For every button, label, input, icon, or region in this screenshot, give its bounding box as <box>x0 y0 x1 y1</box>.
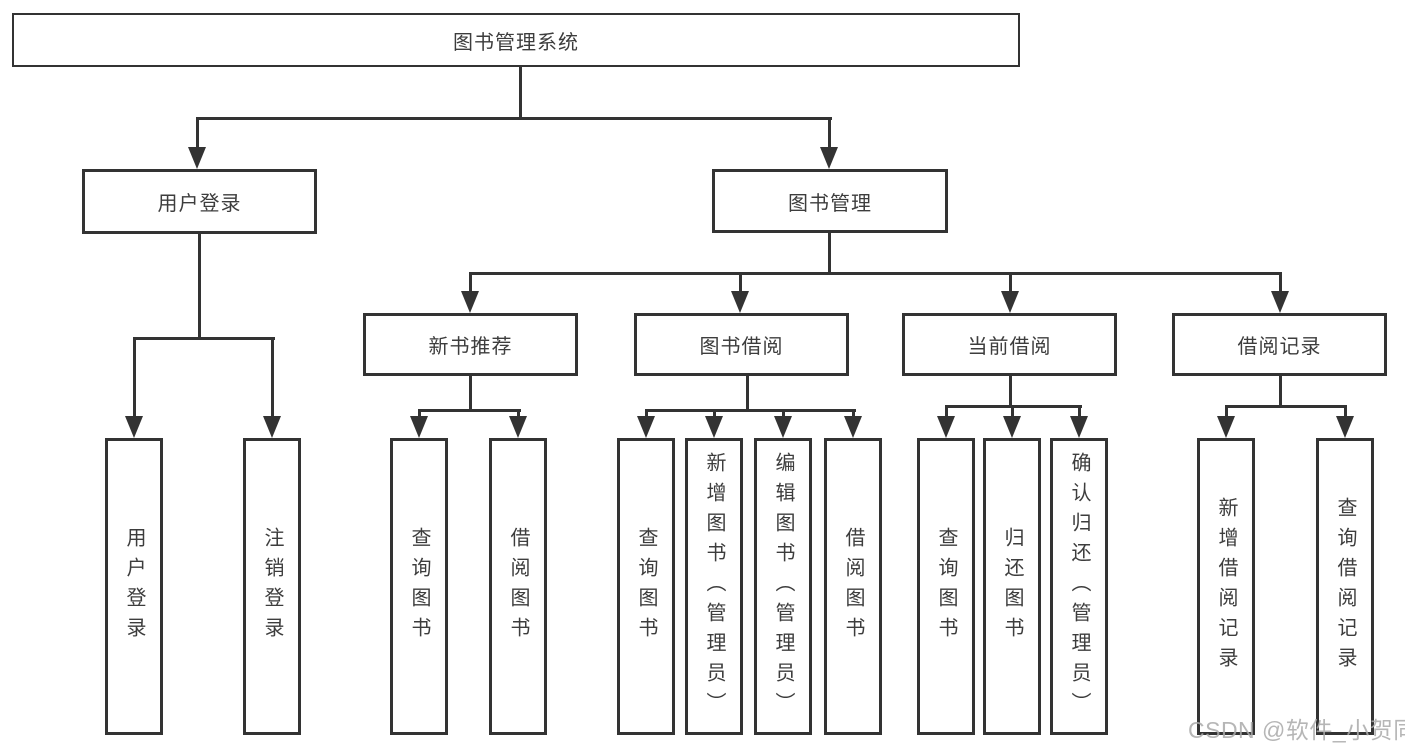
leaf-bb-borrow-books: 借阅图书 <box>824 438 882 735</box>
connector-br-rail <box>1225 405 1347 408</box>
arrowhead-bb-edit-books <box>774 416 792 438</box>
arrowhead-br-new-record <box>1217 416 1235 438</box>
leaf-br-query-record: 查询借阅记录 <box>1316 438 1374 735</box>
node-user-login-label: 用户登录 <box>157 193 242 215</box>
arrowhead-cb-confirm-return <box>1070 416 1088 438</box>
leaf-bb-edit-books: 编辑图书（管理员） <box>754 438 812 735</box>
connector-bookmgmt-stub <box>828 233 831 272</box>
connector-bookmgmt-rail <box>469 272 1282 275</box>
leaf-nbr-borrow-books: 借阅图书 <box>489 438 547 735</box>
arrowhead-book-management <box>820 147 838 169</box>
connector-userlogin-rail <box>133 337 275 340</box>
node-borrowing-records-label: 借阅记录 <box>1237 336 1322 358</box>
leaf-bb-add-books: 新增图书（管理员） <box>685 438 743 735</box>
arrowhead-leaf-logout <box>263 416 281 438</box>
connector-nbr-drop-2 <box>517 409 520 416</box>
connector-br-stub <box>1279 376 1282 405</box>
leaf-cb-confirm-return-label: 确认归还（管理员） <box>1068 451 1090 722</box>
arrowhead-bb-borrow-books <box>844 416 862 438</box>
connector-userlogin-drop-2 <box>271 337 274 416</box>
leaf-bb-query-books-label: 查询图书 <box>635 526 657 647</box>
leaf-logout-label: 注销登录 <box>261 526 283 647</box>
arrowhead-bb-add-books <box>705 416 723 438</box>
connector-root-stub <box>519 67 522 117</box>
leaf-cb-return-books: 归还图书 <box>983 438 1041 735</box>
leaf-br-new-record: 新增借阅记录 <box>1197 438 1255 735</box>
arrowhead-book-borrowing <box>731 291 749 313</box>
connector-userlogin-stub <box>198 234 201 337</box>
leaf-br-new-record-label: 新增借阅记录 <box>1215 496 1237 677</box>
connector-nbr-drop-1 <box>418 409 421 416</box>
node-root: 图书管理系统 <box>12 13 1020 67</box>
connector-bookmgmt-drop-1 <box>469 272 472 291</box>
connector-root-drop-right <box>828 117 831 147</box>
node-book-management-label: 图书管理 <box>788 192 872 215</box>
leaf-nbr-query-books-label: 查询图书 <box>408 526 430 647</box>
arrowhead-nbr-borrow-books <box>509 416 527 438</box>
node-user-login: 用户登录 <box>82 169 317 234</box>
connector-br-drop-1 <box>1225 405 1228 416</box>
connector-root-drop-left <box>196 117 199 147</box>
leaf-bb-edit-books-label: 编辑图书（管理员） <box>772 451 794 722</box>
node-new-book-recommend: 新书推荐 <box>363 313 578 376</box>
leaf-bb-query-books: 查询图书 <box>617 438 675 735</box>
connector-nbr-rail <box>418 409 521 412</box>
leaf-logout: 注销登录 <box>243 438 301 735</box>
connector-userlogin-drop-1 <box>133 337 136 416</box>
node-book-management: 图书管理 <box>712 169 948 233</box>
leaf-nbr-query-books: 查询图书 <box>390 438 448 735</box>
arrowhead-new-book-recommend <box>461 291 479 313</box>
arrowhead-nbr-query-books <box>410 416 428 438</box>
connector-bookmgmt-drop-2 <box>739 272 742 291</box>
leaf-cb-query-books: 查询图书 <box>917 438 975 735</box>
connector-bookmgmt-drop-4 <box>1279 272 1282 291</box>
arrowhead-leaf-user-login <box>125 416 143 438</box>
arrowhead-br-query-record <box>1336 416 1354 438</box>
node-book-borrowing: 图书借阅 <box>634 313 849 376</box>
arrowhead-bb-query-books <box>637 416 655 438</box>
connector-cb-drop-1 <box>945 405 948 416</box>
watermark: CSDN @软件_小贺同学 <box>1188 717 1405 743</box>
connector-root-rail <box>196 117 832 120</box>
connector-bb-stub <box>746 376 749 409</box>
leaf-cb-query-books-label: 查询图书 <box>935 526 957 647</box>
leaf-bb-borrow-books-label: 借阅图书 <box>842 526 864 647</box>
node-new-book-recommend-label: 新书推荐 <box>428 336 513 358</box>
connector-bb-drop-4 <box>852 409 855 416</box>
leaf-cb-confirm-return: 确认归还（管理员） <box>1050 438 1108 735</box>
connector-bb-drop-1 <box>645 409 648 416</box>
node-current-borrowing: 当前借阅 <box>902 313 1117 376</box>
node-book-borrowing-label: 图书借阅 <box>699 336 784 358</box>
leaf-cb-return-books-label: 归还图书 <box>1001 526 1023 647</box>
leaf-br-query-record-label: 查询借阅记录 <box>1334 496 1356 677</box>
connector-bb-drop-2 <box>713 409 716 416</box>
connector-cb-drop-3 <box>1078 405 1081 416</box>
connector-cb-stub <box>1009 376 1012 405</box>
arrowhead-cb-query-books <box>937 416 955 438</box>
leaf-user-login: 用户登录 <box>105 438 163 735</box>
arrowhead-user-login <box>188 147 206 169</box>
connector-bookmgmt-drop-3 <box>1009 272 1012 291</box>
node-borrowing-records: 借阅记录 <box>1172 313 1387 376</box>
arrowhead-current-borrowing <box>1001 291 1019 313</box>
leaf-nbr-borrow-books-label: 借阅图书 <box>507 526 529 647</box>
node-root-label: 图书管理系统 <box>453 31 579 54</box>
arrowhead-borrowing-records <box>1271 291 1289 313</box>
leaf-bb-add-books-label: 新增图书（管理员） <box>703 451 725 722</box>
connector-nbr-stub <box>469 376 472 409</box>
connector-cb-drop-2 <box>1011 405 1014 416</box>
connector-bb-rail <box>645 409 856 412</box>
node-current-borrowing-label: 当前借阅 <box>967 336 1052 358</box>
connector-bb-drop-3 <box>782 409 785 416</box>
arrowhead-cb-return-books <box>1003 416 1021 438</box>
connector-br-drop-2 <box>1344 405 1347 416</box>
leaf-user-login-label: 用户登录 <box>123 526 145 647</box>
